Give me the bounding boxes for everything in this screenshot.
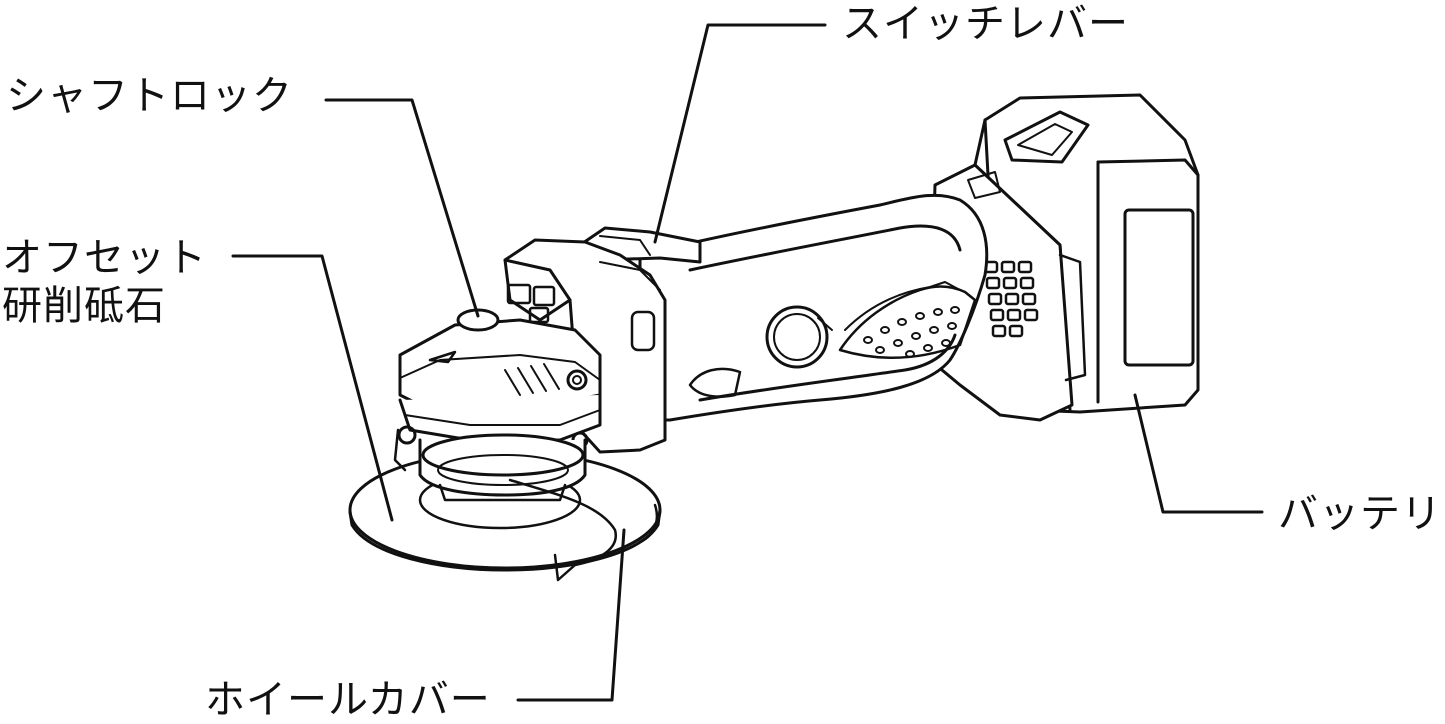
label-offset-wheel-line1: オフセット: [2, 235, 207, 281]
leader-battery: [1133, 393, 1264, 514]
leader-lines: [231, 23, 1264, 702]
grip-dots: [863, 306, 960, 358]
label-shaft-lock: シャフトロック: [6, 73, 293, 119]
label-offset-wheel-line2: 研削砥石: [2, 283, 166, 329]
leader-shaft-lock: [324, 98, 480, 318]
label-offset-wheel: オフセット 研削砥石: [2, 234, 207, 330]
head-ribs: [504, 363, 560, 396]
leader-wheel-cover: [516, 528, 626, 702]
leader-offset-wheel: [231, 254, 394, 522]
grip-handle-drawing: [638, 193, 989, 422]
wheel-and-guard-drawing: [348, 428, 662, 582]
label-battery: バッテリ: [1278, 491, 1442, 537]
vent-slots: [983, 260, 1039, 338]
gear-housing-drawing: [397, 238, 667, 454]
label-wheel-cover: ホイールカバー: [205, 677, 491, 723]
leader-switch-lever: [653, 23, 827, 244]
label-switch-lever: スイッチレバー: [842, 1, 1129, 47]
